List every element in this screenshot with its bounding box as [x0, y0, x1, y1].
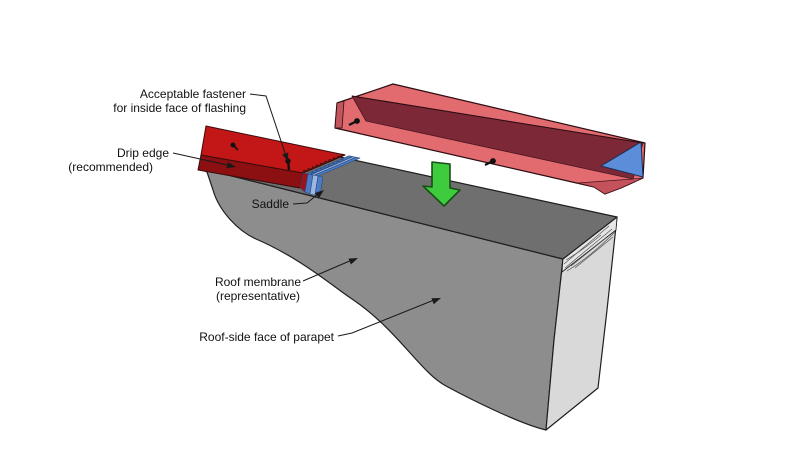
end-dam [600, 141, 644, 178]
wood-grain-hatch-lines [563, 225, 616, 272]
label-roof-membrane-line2: (representative) [216, 289, 300, 303]
labels: Acceptable fastener for inside face of f… [68, 87, 334, 344]
label-drip-edge-line2: (recommended) [68, 160, 153, 174]
leader-saddle [292, 193, 319, 205]
arrowhead-drip-edge [226, 161, 236, 169]
label-saddle: Saddle [252, 197, 290, 211]
leader-drip-edge [172, 152, 233, 167]
leader-roof-membrane [302, 259, 353, 282]
drip-edge-fastener [230, 142, 239, 151]
drip-edge [197, 125, 346, 189]
flashing-fold-line [351, 95, 644, 144]
flashing-fastener-right [484, 158, 496, 166]
leader-acceptable-fastener [249, 93, 287, 157]
label-roof-membrane-line1: Roof membrane [215, 275, 301, 289]
arrowhead-acceptable-fastener [282, 152, 289, 162]
arrowhead-roof-side [431, 298, 441, 305]
label-acceptable-fastener-line1: Acceptable fastener [140, 87, 246, 101]
leader-lines [172, 93, 435, 337]
parapet-roof-side-face [199, 167, 564, 431]
install-direction-arrow [422, 161, 461, 207]
label-roof-side: Roof-side face of parapet [199, 330, 334, 344]
arrowhead-roof-membrane [348, 258, 358, 265]
flashing-left-tab [334, 100, 345, 129]
label-drip-edge-line1: Drip edge [117, 146, 169, 160]
saddle-serrated-edge [310, 159, 345, 175]
label-acceptable-fastener-line2: for inside face of flashing [113, 101, 246, 115]
flashing-fastener-left [348, 118, 360, 126]
drip-edge-serrated-hem [302, 153, 346, 174]
arrowhead-saddle [314, 190, 324, 199]
leader-roof-side [337, 299, 435, 337]
saddle [299, 155, 361, 197]
flashing-hem-kick [577, 177, 644, 195]
cap-flashing [334, 83, 646, 195]
leader-arrowheads [226, 152, 441, 305]
